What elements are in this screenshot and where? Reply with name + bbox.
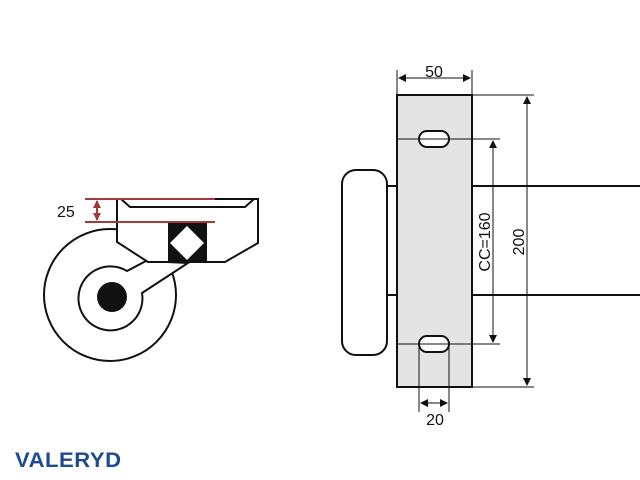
front-dimensions (396, 70, 534, 412)
diamond-mark (170, 226, 204, 260)
castor-side-view (43, 198, 259, 362)
castor-front-view (341, 94, 640, 388)
height-label: 25 (57, 204, 75, 221)
total-height-label: 200 (511, 229, 528, 256)
height-dimension: 25 (57, 198, 215, 223)
bracket-chamfer (120, 198, 255, 208)
slot-spacing-label: 20 (426, 412, 444, 429)
wheel-front (341, 169, 388, 356)
axle-hole (97, 282, 127, 312)
width-label: 50 (425, 64, 443, 81)
valeryd-logo: VALERYD (15, 449, 122, 472)
cc-label: CC=160 (477, 212, 494, 271)
hub-and-arm (77, 259, 192, 332)
